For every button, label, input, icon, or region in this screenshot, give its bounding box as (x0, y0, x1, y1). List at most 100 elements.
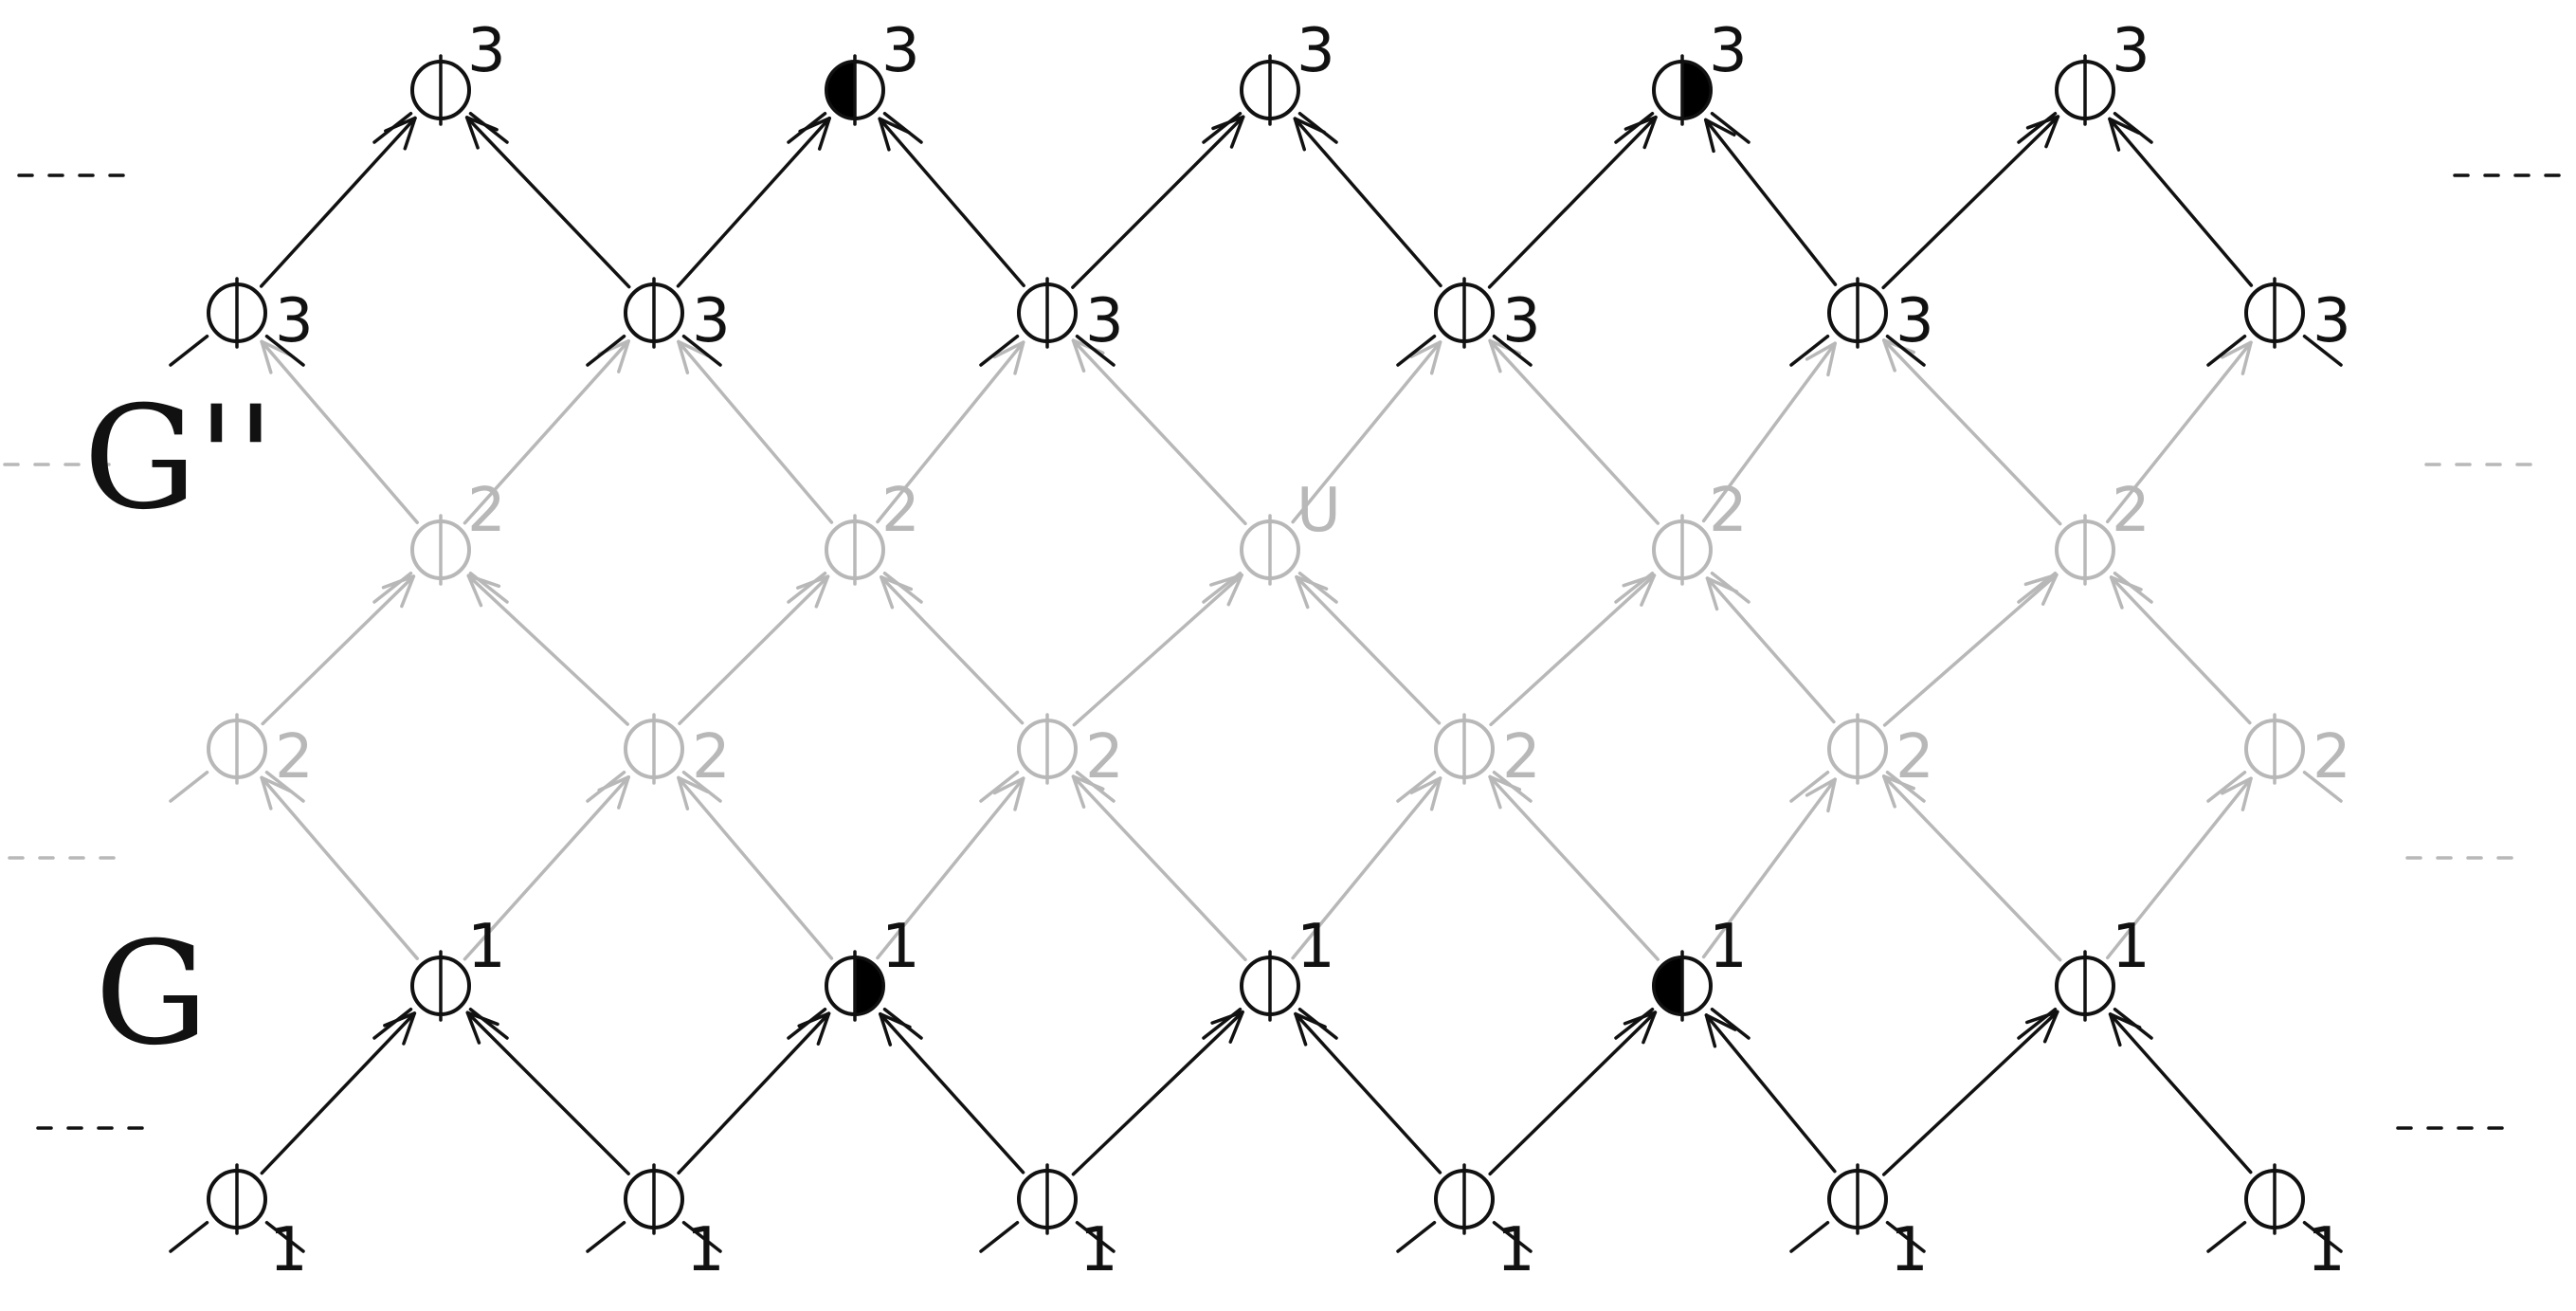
node-label-l1-n4: 3 (1896, 286, 1934, 356)
arrow-stubs-l2-n1 (787, 572, 923, 604)
edge-l2-n4-to-l1-n4 (1881, 338, 2062, 526)
node-l2-n3 (1652, 514, 1713, 586)
node-l1-n5 (2244, 277, 2305, 349)
node-label-l0-n4: 3 (2112, 16, 2150, 86)
node-label-l1-n5: 3 (2313, 286, 2351, 356)
edge-l1-n1-to-l0-n1 (676, 116, 831, 288)
edge-l1-n4-to-l0-n3 (1703, 118, 1838, 286)
edge-l1-n0-to-l0-n0 (259, 116, 417, 288)
node-label-l5-n4: 1 (1890, 1215, 1929, 1285)
node-label-l3-n4: 2 (1896, 722, 1934, 792)
node-l3-n4 (1827, 713, 1888, 785)
edge-l5-n4-to-l4-n3 (1704, 1013, 1837, 1174)
arrow-stubs-l5-n3 (1396, 1221, 1533, 1253)
edge-l4-n1-to-l3-n2 (876, 776, 1025, 960)
edge-l5-n3-to-l4-n2 (1294, 1011, 1442, 1174)
edge-l3-n2-to-l2-n2 (1072, 573, 1243, 727)
edge-l3-n2-to-l2-n1 (880, 575, 1025, 725)
edge-l3-n1-to-l2-n0 (466, 574, 629, 726)
node-l1-n0 (207, 277, 267, 349)
edge-l1-n3-to-l0-n2 (1293, 117, 1442, 288)
node-l4-n4 (2055, 950, 2115, 1022)
node-l3-n3 (1434, 713, 1495, 785)
node-l1-n4 (1827, 277, 1888, 349)
node-l5-n1 (624, 1163, 684, 1235)
node-label-l2-n2: U (1297, 476, 1341, 546)
edge-l5-n4-to-l4-n4 (1881, 1010, 2059, 1176)
node-l1-n2 (1017, 277, 1078, 349)
node-l3-n5 (2244, 713, 2305, 785)
node-label-l2-n3: 2 (1709, 476, 1748, 546)
arrow-stubs-l3-n5 (2206, 771, 2343, 803)
node-label-l2-n0: 2 (467, 476, 506, 546)
edge-l3-n4-to-l2-n4 (1882, 573, 2059, 727)
node-l4-n0 (410, 950, 471, 1022)
node-label-l3-n0: 2 (275, 722, 314, 792)
edge-l2-n3-to-l1-n3 (1488, 338, 1660, 525)
node-label-l3-n2: 2 (1085, 722, 1124, 792)
node-l4-n1 (825, 950, 885, 1022)
arrow-stubs-l4-n2 (1202, 1008, 1338, 1040)
edge-l2-n0-to-l1-n0 (260, 339, 419, 524)
node-l2-n1 (825, 514, 885, 586)
arrow-stubs-l0-n3 (1614, 112, 1751, 144)
node-label-l5-n5: 1 (2307, 1215, 2346, 1285)
edge-l4-n3-to-l3-n3 (1488, 774, 1660, 961)
edge-l4-n3-to-l3-n4 (1701, 777, 1837, 959)
arrow-stubs-l5-n0 (169, 1221, 305, 1253)
node-l5-n0 (207, 1163, 267, 1235)
edge-l3-n0-to-l2-n0 (261, 574, 416, 726)
edge-l5-n2-to-l4-n1 (879, 1011, 1025, 1174)
arrow-stubs-l1-n5 (2206, 335, 2343, 367)
edge-l1-n1-to-l0-n0 (464, 116, 631, 289)
arrow-stubs-l3-n1 (586, 771, 722, 803)
node-l3-n1 (624, 713, 684, 785)
edges-layer (169, 112, 2343, 1253)
node-label-l1-n1: 3 (692, 286, 731, 356)
edge-l1-n3-to-l0-n3 (1487, 115, 1658, 289)
edge-l5-n0-to-l4-n0 (260, 1011, 417, 1175)
nodes-layer (207, 54, 2305, 1235)
node-l5-n5 (2244, 1163, 2305, 1235)
node-label-l4-n4: 1 (2112, 912, 2150, 982)
node-l4-n2 (1240, 950, 1300, 1022)
edge-l2-n4-to-l1-n5 (2105, 340, 2253, 524)
node-l0-n4 (2055, 54, 2115, 126)
node-label-l3-n5: 2 (2313, 722, 2351, 792)
node-l1-n3 (1434, 277, 1495, 349)
edge-l2-n1-to-l1-n1 (677, 339, 834, 524)
edge-l4-n1-to-l3-n1 (677, 775, 834, 960)
arrow-stubs-l5-n1 (586, 1221, 722, 1253)
edge-l2-n2-to-l1-n3 (1291, 340, 1442, 524)
edge-l4-n4-to-l3-n4 (1881, 774, 2062, 962)
graph-label-g-double-prime: G'' (83, 376, 275, 541)
node-label-l1-n2: 3 (1085, 286, 1124, 356)
arrow-stubs-l2-n4 (2017, 572, 2153, 604)
node-l3-n2 (1017, 713, 1078, 785)
edge-l2-n2-to-l1-n2 (1071, 338, 1247, 526)
node-l0-n3 (1652, 54, 1713, 126)
edge-l5-n1-to-l4-n1 (677, 1011, 831, 1175)
arrow-stubs-l3-n2 (979, 771, 1116, 803)
edge-l2-n1-to-l1-n2 (876, 340, 1025, 524)
node-l0-n2 (1240, 54, 1300, 126)
arrow-stubs-l3-n0 (169, 771, 305, 803)
arrow-stubs-l3-n4 (1789, 771, 1926, 803)
edge-l5-n2-to-l4-n2 (1071, 1010, 1244, 1176)
arrow-stubs-l5-n2 (979, 1221, 1116, 1253)
node-label-l4-n3: 1 (1709, 912, 1748, 982)
arrow-stubs-l1-n2 (979, 335, 1116, 367)
node-label-l5-n2: 1 (1079, 1215, 1118, 1285)
node-label-l5-n3: 1 (1497, 1215, 1535, 1285)
edge-l4-n2-to-l3-n3 (1291, 776, 1442, 960)
arrow-stubs-l2-n0 (372, 572, 509, 604)
node-label-l4-n2: 1 (1297, 912, 1335, 982)
arrow-stubs-l1-n1 (586, 335, 722, 367)
node-label-l2-n1: 2 (881, 476, 920, 546)
edge-l1-n5-to-l0-n4 (2108, 117, 2254, 287)
arrow-stubs-l3-n3 (1396, 771, 1533, 803)
node-label-l5-n1: 1 (686, 1215, 725, 1285)
node-l5-n3 (1434, 1163, 1495, 1235)
node-label-l0-n3: 3 (1709, 16, 1748, 86)
